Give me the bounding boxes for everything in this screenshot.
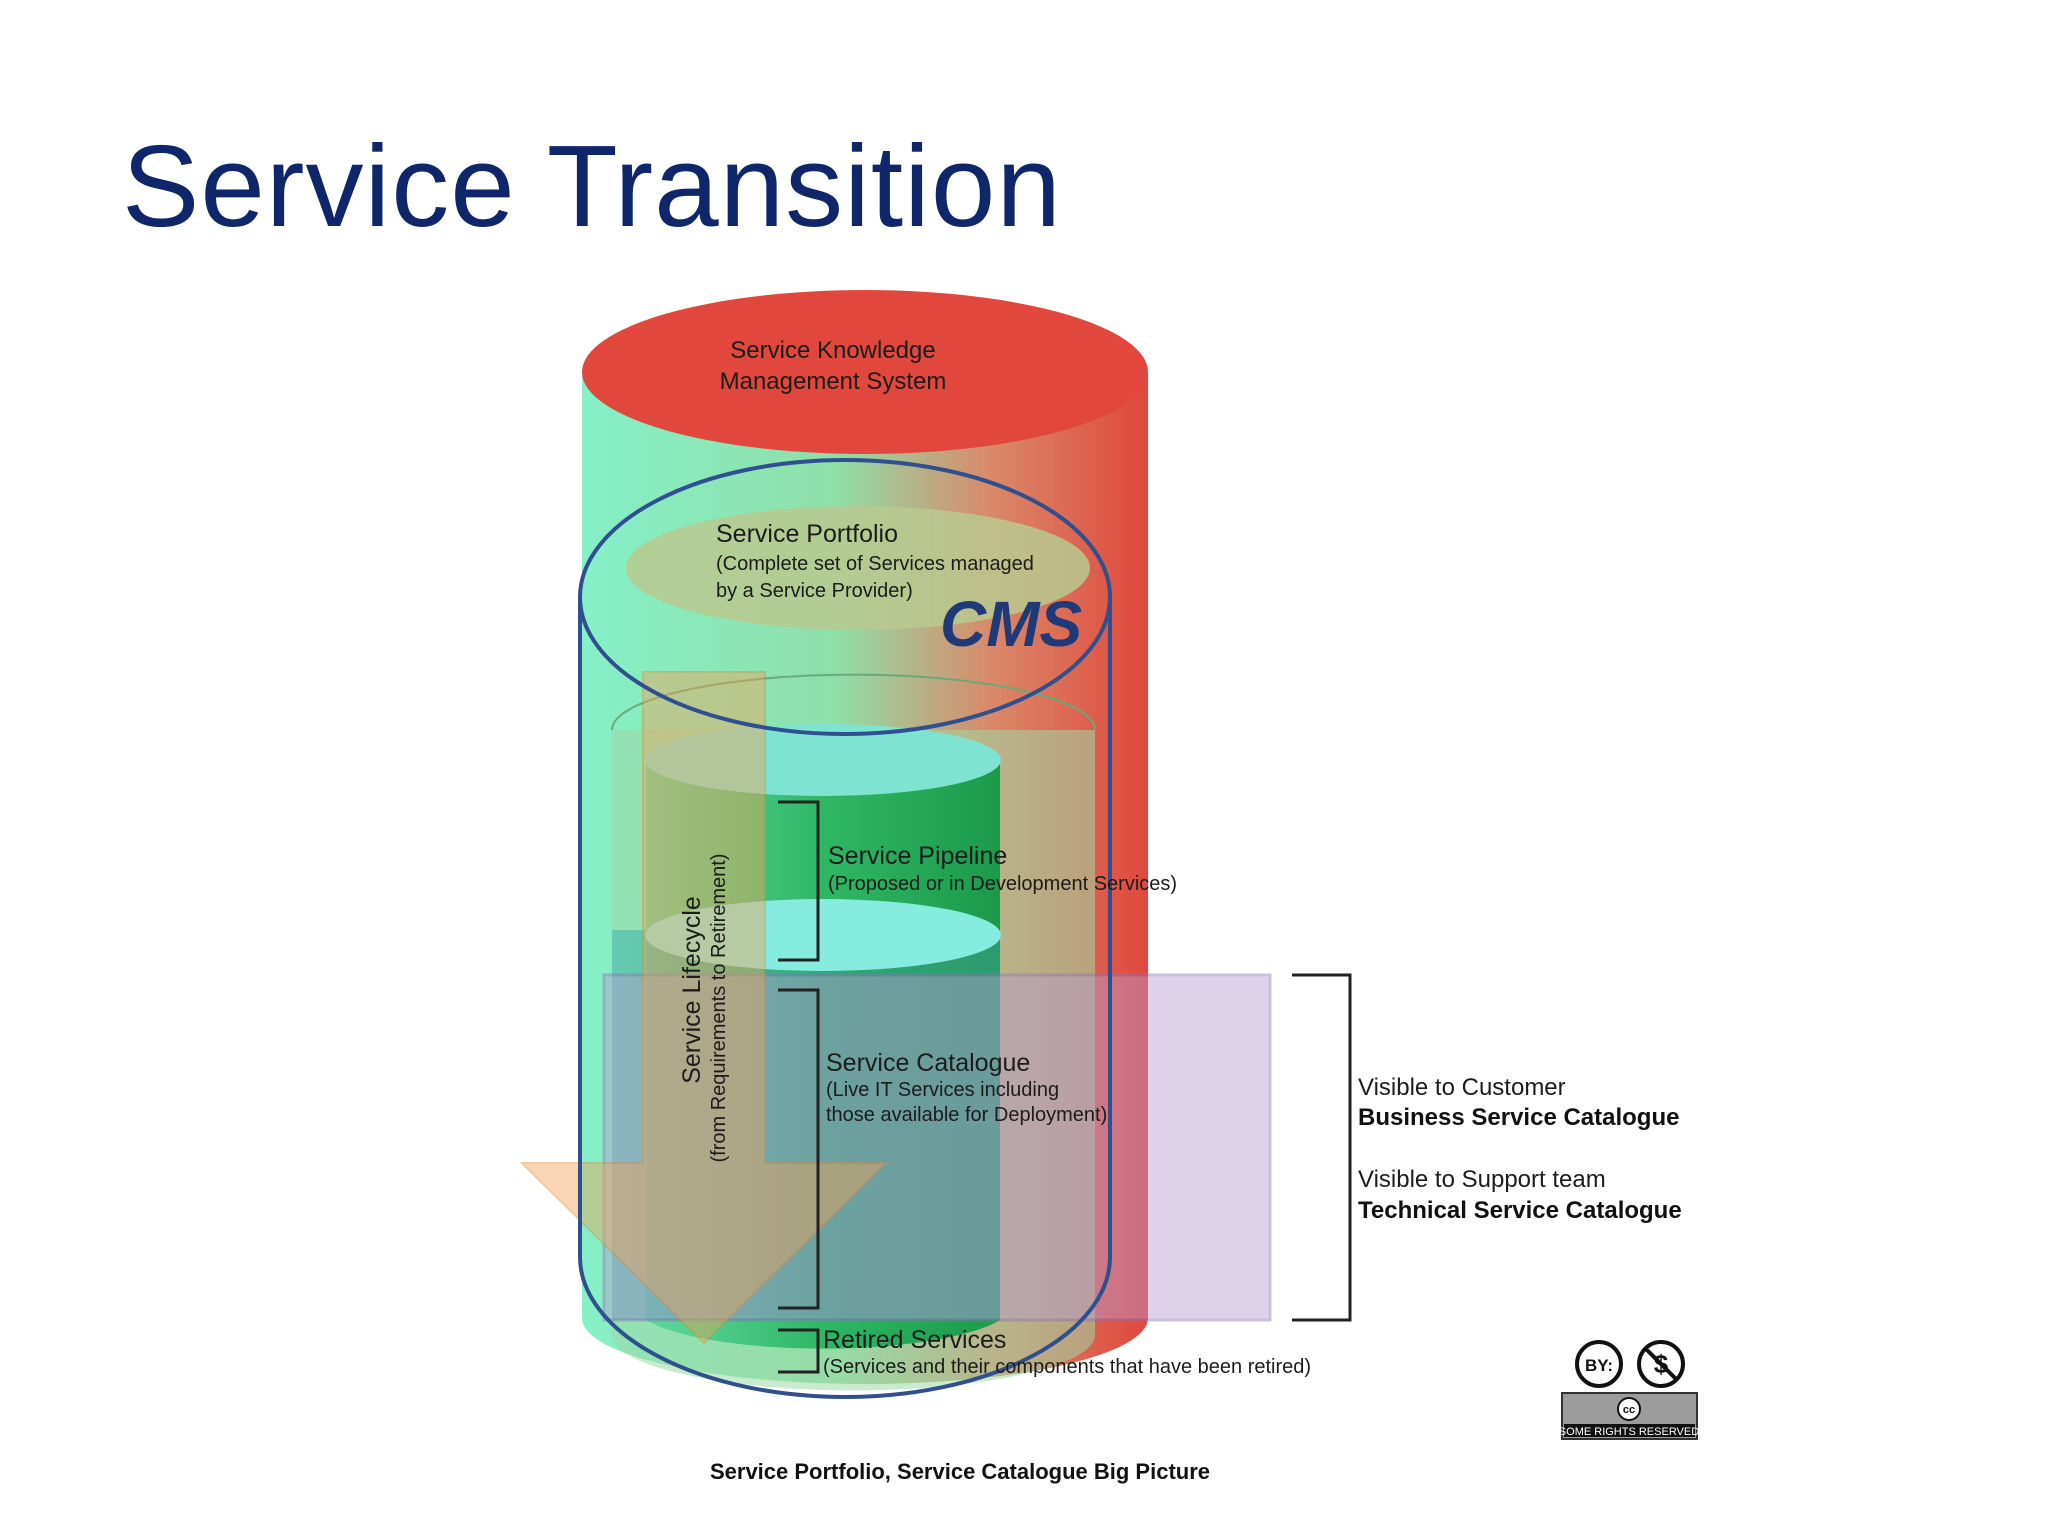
cms-label: CMS bbox=[940, 588, 1083, 660]
portfolio-desc-line1: (Complete set of Services managed bbox=[716, 553, 1034, 575]
catalogue-title: Service Catalogue bbox=[826, 1049, 1030, 1077]
skms-label-line1: Service Knowledge bbox=[730, 337, 935, 364]
cc-license-badge: BY: $ cc SOME RIGHTS RESERVED bbox=[1559, 1340, 1699, 1440]
cms-outline bbox=[578, 458, 1112, 1399]
slide-title: Service Transition bbox=[122, 121, 1062, 251]
retired-title: Retired Services bbox=[823, 1326, 1006, 1354]
diagram-caption: Service Portfolio, Service Catalogue Big… bbox=[710, 1459, 1210, 1484]
portfolio-title: Service Portfolio bbox=[716, 520, 898, 548]
catalogue-desc-line1: (Live IT Services including bbox=[826, 1079, 1059, 1101]
service-lifecycle-arrow bbox=[519, 671, 889, 1345]
catalogue-desc-line2: those available for Deployment) bbox=[826, 1104, 1107, 1126]
lifecycle-subtitle: (from Requirements to Retirement) bbox=[708, 854, 730, 1163]
technical-catalogue-label: Technical Service Catalogue bbox=[1358, 1197, 1682, 1224]
retired-desc: (Services and their components that have… bbox=[823, 1356, 1311, 1378]
visible-support-label: Visible to Support team bbox=[1358, 1166, 1606, 1193]
by-icon bbox=[1575, 1340, 1623, 1388]
lifecycle-title: Service Lifecycle bbox=[678, 896, 706, 1084]
visibility-band bbox=[602, 973, 1272, 1322]
pipeline-desc: (Proposed or in Development Services) bbox=[828, 873, 1177, 895]
visible-customer-label: Visible to Customer bbox=[1358, 1074, 1566, 1101]
portfolio-disc bbox=[626, 506, 1090, 630]
business-catalogue-label: Business Service Catalogue bbox=[1358, 1104, 1679, 1131]
noncommercial-icon: $ bbox=[1637, 1340, 1685, 1388]
portfolio-desc-line2: by a Service Provider) bbox=[716, 580, 913, 602]
skms-label-line2: Management System bbox=[720, 368, 947, 395]
inner-cylinder bbox=[611, 673, 1096, 1391]
license-cc-text: cc bbox=[1623, 1404, 1635, 1416]
license-by-text: BY: bbox=[1585, 1356, 1613, 1375]
section-brackets bbox=[778, 800, 1352, 1374]
license-rights-text: SOME RIGHTS RESERVED bbox=[1559, 1426, 1699, 1438]
pipeline-title: Service Pipeline bbox=[828, 842, 1007, 870]
cc-icon bbox=[1617, 1397, 1641, 1421]
